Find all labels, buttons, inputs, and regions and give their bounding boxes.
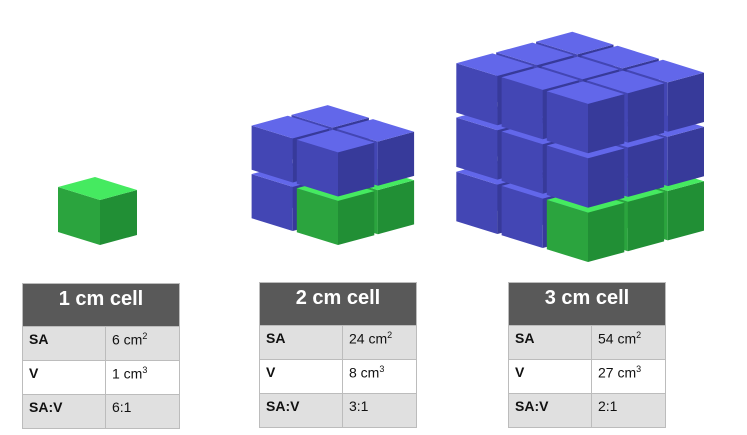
- row-value: 3:1: [342, 393, 417, 428]
- cube-right-face: [588, 148, 625, 208]
- green-cube: [58, 177, 137, 245]
- cube-right-face: [338, 191, 375, 245]
- cube-top-face: [251, 115, 329, 139]
- cube-right-face: [338, 142, 375, 197]
- row-label: SA:V: [22, 394, 106, 429]
- cube-right-face: [667, 72, 704, 132]
- row-value: 2:1: [591, 393, 666, 428]
- row-value: 1 cm3: [105, 360, 180, 395]
- row-value: 54 cm2: [591, 325, 666, 360]
- cube-left-face: [456, 171, 498, 234]
- cube-right-face: [588, 202, 625, 262]
- cube-right-face: [627, 83, 665, 143]
- blue-cube: [296, 129, 375, 197]
- cube-right-face: [627, 192, 665, 252]
- cube-top-face: [456, 53, 534, 76]
- row-label: SA:V: [259, 393, 343, 428]
- table-title: 1 cm cell: [22, 283, 180, 327]
- cube-left-face: [296, 139, 338, 197]
- row-value: 6:1: [105, 394, 180, 429]
- cube-left-face: [501, 185, 543, 248]
- row-label: V: [508, 359, 592, 394]
- cube-top-face: [496, 42, 574, 66]
- row-label: V: [22, 360, 106, 395]
- cube-top-face: [581, 45, 659, 69]
- blue-cube: [546, 81, 625, 154]
- row-label: SA: [508, 325, 592, 360]
- cube-left-face: [501, 131, 543, 194]
- row-value: 24 cm2: [342, 325, 417, 360]
- cube-top-face: [296, 129, 375, 153]
- cube-left-face: [501, 77, 543, 140]
- green-cube: [296, 178, 375, 245]
- table-title: 3 cm cell: [508, 282, 666, 326]
- cube-left-face: [296, 188, 338, 245]
- cube-right-face: [667, 126, 704, 187]
- cube-right-face: [627, 137, 665, 197]
- row-value: 27 cm3: [591, 359, 666, 394]
- cube-right-face: [588, 94, 625, 154]
- row-label: SA: [22, 326, 106, 361]
- cube-left-face: [251, 174, 293, 231]
- cube-top-face: [586, 70, 665, 94]
- cube-right-face: [377, 131, 415, 186]
- cube-left-face: [456, 117, 498, 180]
- cube-top-face: [626, 59, 704, 83]
- cube-top-face: [58, 177, 137, 200]
- cube-top-face: [501, 67, 579, 90]
- cube-top-face: [291, 105, 369, 128]
- cube-right-face: [667, 181, 704, 241]
- cube-top-face: [541, 56, 619, 80]
- row-label: V: [259, 359, 343, 394]
- cube-right-face: [377, 180, 415, 235]
- cube-stack-1cm: [58, 177, 137, 245]
- cube-stack-2cm: [251, 105, 415, 245]
- cube-left-face: [546, 145, 588, 208]
- cube-top-face: [336, 119, 415, 142]
- cube-stack-3cm: [456, 31, 704, 262]
- row-label: SA: [259, 325, 343, 360]
- cube-top-face: [536, 31, 614, 55]
- cube-left-face: [58, 187, 100, 245]
- row-label: SA:V: [508, 393, 592, 428]
- cube-top-face: [546, 81, 625, 104]
- row-value: 6 cm2: [105, 326, 180, 361]
- cube-left-face: [251, 125, 293, 183]
- table-title: 2 cm cell: [259, 282, 417, 326]
- row-value: 8 cm3: [342, 359, 417, 394]
- cube-models: [58, 31, 704, 262]
- cube-right-face: [100, 190, 137, 245]
- cube-left-face: [456, 63, 498, 126]
- cube-left-face: [546, 199, 588, 262]
- cube-left-face: [546, 91, 588, 154]
